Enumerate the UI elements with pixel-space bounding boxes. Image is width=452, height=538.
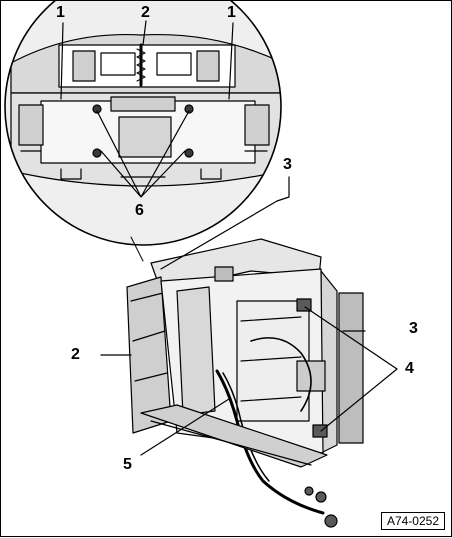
leader-6 [96, 110, 190, 198]
callout-4: 4 [405, 360, 414, 377]
leader-2-top [142, 20, 147, 46]
leader-5 [140, 398, 230, 456]
callout-3-upper: 3 [283, 156, 292, 173]
seat-frame [126, 238, 364, 528]
leader-4 [304, 306, 398, 432]
detail-magnifier [4, 1, 282, 246]
leader-1-left [60, 22, 64, 100]
callout-5: 5 [123, 456, 132, 473]
callout-1-right: 1 [227, 4, 236, 21]
figure-id-label: A74-0252 [380, 512, 445, 530]
leader-3-upper [160, 176, 290, 270]
leader-1-right [228, 22, 234, 100]
callout-2-left: 2 [71, 346, 80, 363]
callout-1-left: 1 [56, 4, 65, 21]
callout-3-right: 3 [409, 320, 418, 337]
callout-6: 6 [135, 202, 144, 219]
callout-2-top: 2 [141, 4, 150, 21]
